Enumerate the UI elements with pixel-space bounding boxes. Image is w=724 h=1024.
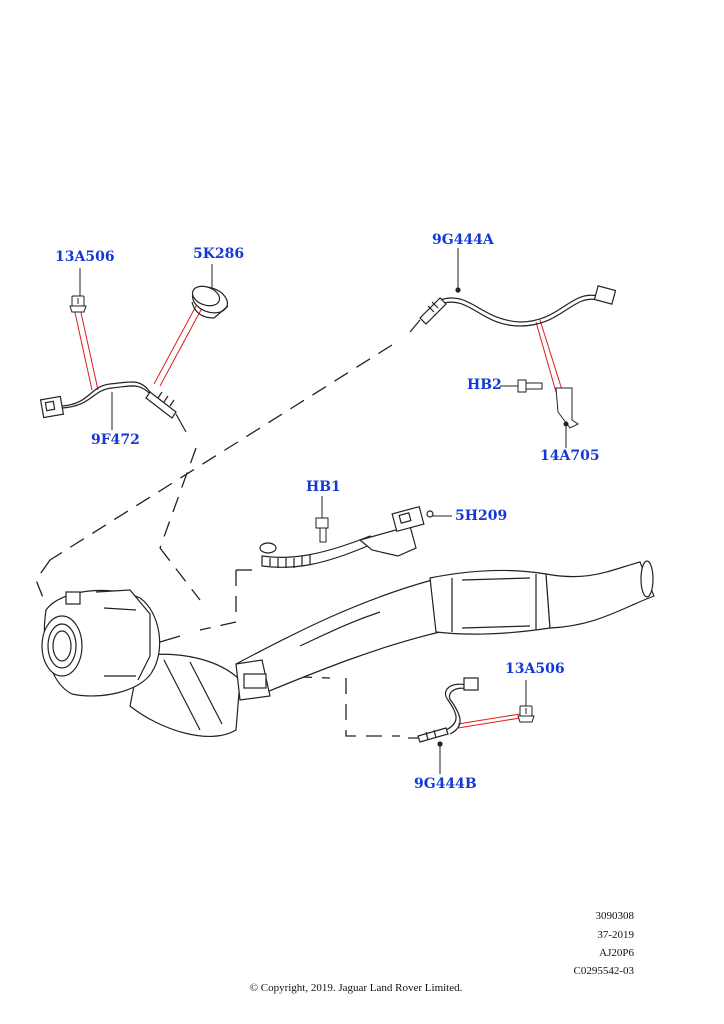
callout-13a506-bottom[interactable]: 13A506 xyxy=(505,661,565,677)
callout-pointers xyxy=(79,248,567,774)
reference-engine-code: AJ20P6 xyxy=(599,947,634,959)
reference-drawing-code: C0295542-03 xyxy=(573,965,635,977)
pipe-5h209 xyxy=(259,505,434,568)
sensor-9g444a xyxy=(409,285,617,333)
exhaust-assembly xyxy=(129,560,655,737)
callout-13a506-top[interactable]: 13A506 xyxy=(55,249,115,265)
callout-hb1[interactable]: HB1 xyxy=(306,479,341,495)
sensor-9g444b xyxy=(408,677,479,747)
bolt-hb2 xyxy=(517,379,543,393)
grommet-5k286 xyxy=(191,285,229,319)
sensor-9f472 xyxy=(39,381,187,433)
callout-5k286[interactable]: 5K286 xyxy=(193,246,245,262)
turbo-housing xyxy=(41,589,181,697)
clip-13a506-bottom xyxy=(517,705,535,723)
reference-number: 3090308 xyxy=(595,910,635,922)
clip-13a506-top xyxy=(69,295,87,313)
leader-lines xyxy=(73,305,563,729)
callout-hb2[interactable]: HB2 xyxy=(467,377,502,393)
copyright-notice: © Copyright, 2019. Jaguar Land Rover Lim… xyxy=(249,982,463,994)
callout-9f472[interactable]: 9F472 xyxy=(91,432,140,448)
bolt-hb1 xyxy=(315,517,329,543)
callout-5h209[interactable]: 5H209 xyxy=(455,508,508,524)
callout-9g444b[interactable]: 9G444B xyxy=(414,776,477,792)
bracket-14a705 xyxy=(555,387,579,429)
callout-14a705[interactable]: 14A705 xyxy=(540,448,600,464)
callout-9g444a[interactable]: 9G444A xyxy=(432,232,494,248)
reference-date-code: 37-2019 xyxy=(597,929,634,941)
